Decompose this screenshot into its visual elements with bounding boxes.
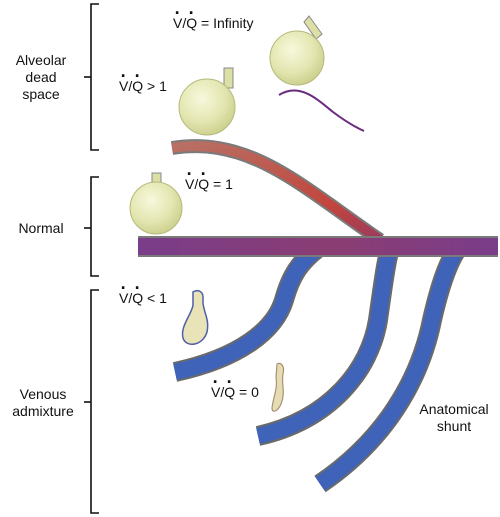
slash: / bbox=[128, 290, 133, 306]
bracket-venous-admixture bbox=[84, 289, 99, 514]
bracket-dead-space bbox=[84, 3, 99, 151]
dead-space-line-1: Alveolar bbox=[15, 52, 67, 68]
venous-line-1: Venous bbox=[19, 386, 67, 402]
vq-label-less-than-one: V/Q < 1 bbox=[119, 290, 167, 307]
label-normal: Normal bbox=[2, 220, 80, 237]
vq-label-zero: V/Q = 0 bbox=[211, 384, 259, 401]
v-dot: V bbox=[185, 176, 194, 192]
vessel-anatomical-shunt bbox=[314, 242, 467, 493]
label-anatomical-shunt: Anatomical shunt bbox=[414, 401, 494, 435]
vessel-branch-low-vq bbox=[172, 240, 325, 382]
label-venous-admixture: Venous admixture bbox=[2, 386, 84, 420]
vq-relation: = Infinity bbox=[201, 15, 254, 31]
alveolus-normal bbox=[129, 172, 183, 235]
slash: / bbox=[182, 15, 187, 31]
vq-label-greater-than-one: V/Q > 1 bbox=[119, 78, 167, 95]
alveolus-infinity bbox=[269, 15, 325, 86]
q-dot: Q bbox=[224, 384, 235, 400]
v-dot: V bbox=[119, 78, 128, 94]
v-dot: V bbox=[211, 384, 220, 400]
q-dot: Q bbox=[132, 290, 143, 306]
vessel-main-trunk bbox=[138, 236, 498, 257]
alveolus-zero-vq bbox=[271, 362, 285, 412]
alveolus-low-vq bbox=[181, 289, 209, 345]
slash: / bbox=[220, 384, 225, 400]
airway-infinity bbox=[278, 89, 365, 132]
vq-label-equal-one: V/Q = 1 bbox=[185, 176, 233, 193]
venous-line-2: admixture bbox=[12, 403, 74, 419]
slash: / bbox=[128, 78, 133, 94]
v-dot: V bbox=[119, 290, 128, 306]
alveolus-high-vq bbox=[178, 67, 236, 136]
vq-relation: = 0 bbox=[239, 384, 259, 400]
label-alveolar-dead-space: Alveolar dead space bbox=[2, 52, 80, 103]
vq-relation: > 1 bbox=[147, 78, 167, 94]
vq-label-infinity: V/Q = Infinity bbox=[173, 15, 254, 32]
vessel-top-branch bbox=[170, 139, 384, 246]
normal-text: Normal bbox=[18, 220, 64, 236]
q-dot: Q bbox=[186, 15, 197, 31]
shunt-line-2: shunt bbox=[436, 418, 472, 434]
q-dot: Q bbox=[198, 176, 209, 192]
vq-relation: < 1 bbox=[147, 290, 167, 306]
vessel-branch-zero-vq bbox=[255, 245, 400, 446]
q-dot: Q bbox=[132, 78, 143, 94]
dead-space-line-2: dead bbox=[25, 69, 57, 85]
dead-space-line-3: space bbox=[22, 86, 60, 102]
v-dot: V bbox=[173, 15, 182, 31]
slash: / bbox=[194, 176, 199, 192]
bracket-normal bbox=[84, 176, 99, 277]
vq-relation: = 1 bbox=[213, 176, 233, 192]
shunt-line-1: Anatomical bbox=[419, 401, 489, 417]
